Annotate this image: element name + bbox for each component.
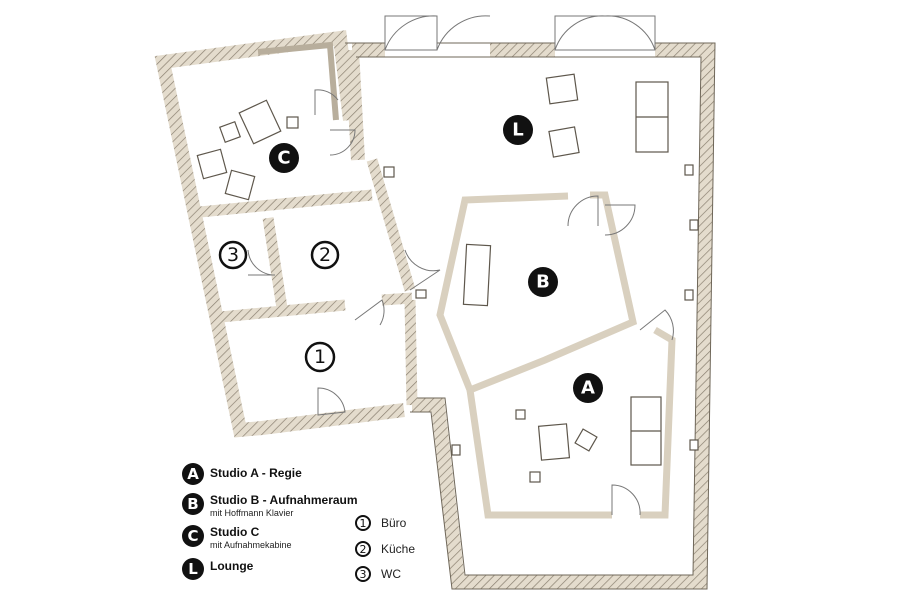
legend-title: Studio C	[210, 525, 260, 539]
marker-text: 2	[319, 244, 331, 266]
legend-badge: B	[182, 493, 204, 515]
legend-wc: 3 WC	[355, 566, 401, 582]
legend-label: Büro	[381, 516, 407, 530]
marker-lounge: L	[503, 115, 533, 145]
legend-buero: 1 Büro	[355, 515, 406, 531]
legend-kueche: 2 Küche	[355, 541, 415, 557]
marker-text: A	[581, 378, 595, 399]
marker-text: C	[277, 148, 290, 169]
marker-text: 3	[227, 244, 239, 266]
outer-walls	[154, 30, 716, 589]
marker-studio-c: C	[269, 143, 299, 173]
legend-number: 1	[355, 515, 371, 531]
legend-subtitle: mit Aufnahmekabine	[210, 540, 292, 550]
legend-badge: L	[182, 558, 204, 580]
studio-walls	[436, 191, 676, 519]
inner-walls	[199, 158, 418, 406]
legend-badge: A	[182, 463, 204, 485]
legend-title: Studio B - Aufnahmeraum	[210, 493, 358, 507]
marker-text: L	[512, 120, 523, 141]
legend-subtitle: mit Hoffmann Klavier	[210, 508, 294, 518]
marker-buero: 1	[304, 341, 336, 373]
marker-kueche: 2	[310, 240, 340, 270]
doors	[247, 15, 674, 516]
legend-number: 3	[355, 566, 371, 582]
legend-number: 2	[355, 541, 371, 557]
marker-studio-b: B	[528, 267, 558, 297]
legend-title: Studio A - Regie	[210, 466, 302, 480]
legend-label: Küche	[381, 542, 416, 556]
recording-booth-wall	[257, 41, 339, 121]
legend-badge: C	[182, 525, 204, 547]
marker-text: 1	[314, 346, 326, 368]
legend-title: Lounge	[210, 559, 254, 573]
legend-label: WC	[381, 567, 401, 581]
legend-lounge: L Lounge	[182, 558, 253, 580]
marker-studio-a: A	[573, 373, 603, 403]
furniture	[196, 73, 699, 483]
legend-studio-a: A Studio A - Regie	[182, 463, 302, 485]
marker-text: B	[536, 272, 550, 293]
marker-wc: 3	[218, 240, 248, 270]
